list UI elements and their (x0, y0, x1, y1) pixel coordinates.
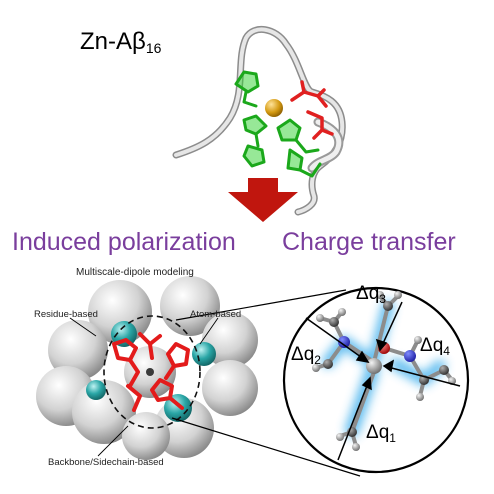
residue-based-label: Residue-based (34, 309, 98, 320)
zinc-ion (265, 99, 283, 117)
atom-spheres (86, 321, 216, 422)
charge-transfer-inset (282, 286, 470, 474)
backbone-sidechain-label: Backbone/Sidechain-based (48, 457, 164, 468)
delta-q4-label: Δq4 (420, 335, 450, 358)
atom-based-label: Atom-based (190, 309, 242, 320)
multiscale-dipole-label: Multiscale-dipole modeling (76, 267, 194, 278)
delta-q1-label: Δq1 (366, 422, 396, 445)
down-arrow (228, 178, 298, 222)
green-sidechains (234, 70, 322, 178)
figure-title: Zn-Aβ16 (80, 28, 162, 56)
red-sidechains (290, 80, 334, 140)
dashed-region (103, 315, 201, 429)
transfer-arrows (305, 301, 461, 461)
delta-q2-label: Δq2 (291, 344, 321, 367)
central-metal (366, 358, 382, 374)
delta-q3-label: Δq3 (356, 283, 386, 306)
multiscale-model (36, 276, 258, 460)
charge-transfer-label: Charge transfer (282, 228, 456, 256)
red-sticks (112, 332, 190, 412)
zn-abeta16-structure (172, 26, 346, 216)
zoom-lines (171, 289, 361, 477)
induced-polarization-label: Induced polarization (12, 228, 236, 256)
residue-spheres (36, 276, 258, 460)
